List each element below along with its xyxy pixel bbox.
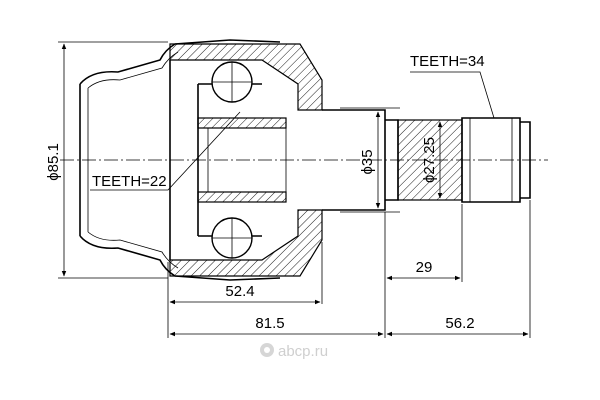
label-spline-length: 29 <box>416 259 433 276</box>
label-inner-length: 52.4 <box>225 283 254 300</box>
label-body-length: 81.5 <box>255 315 284 332</box>
label-outer-diameter: ϕ85.1 <box>45 143 62 181</box>
leader-teeth-outer <box>410 71 495 119</box>
watermark: abcp.ru <box>260 343 328 360</box>
housing-section <box>169 43 323 277</box>
shaft <box>322 109 531 211</box>
label-teeth-inner: TEETH=22 <box>92 173 167 190</box>
watermark-text: abcp.ru <box>278 343 328 360</box>
label-shaft-length: 56.2 <box>445 315 474 332</box>
label-shaft-diameter: ϕ35 <box>359 149 376 174</box>
label-spline-diameter: ϕ27.25 <box>421 137 438 183</box>
leader-teeth-inner <box>90 111 241 191</box>
extension-lines <box>58 41 531 338</box>
label-teeth-outer: TEETH=34 <box>410 53 485 70</box>
